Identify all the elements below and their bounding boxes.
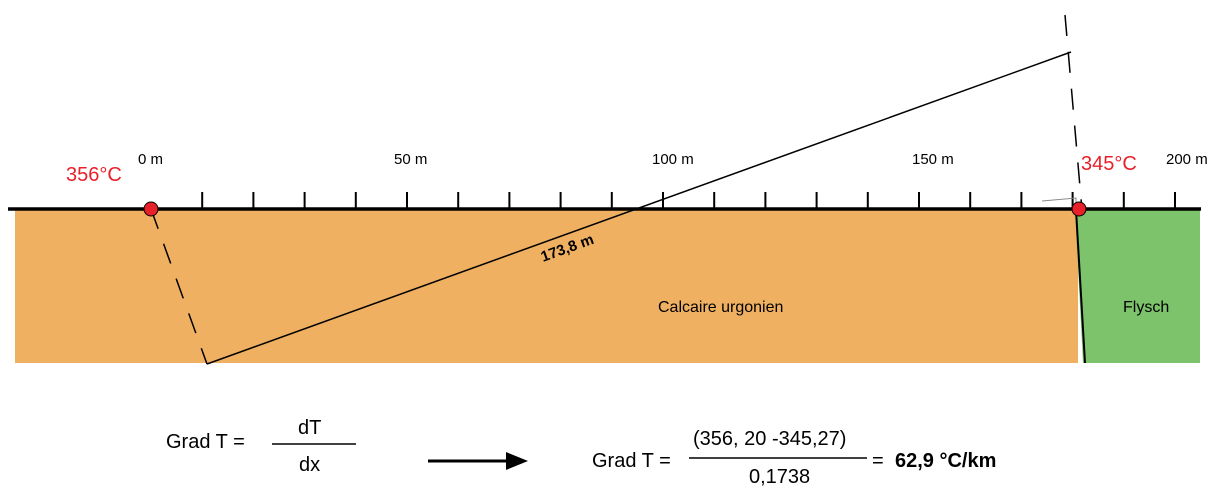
left-measurement-point [143,201,159,217]
distance-line [206,51,1072,365]
right-dashed-projection [1064,14,1083,211]
scale-label-50m: 50 m [394,151,427,168]
formula-left-denominator: dx [299,454,320,476]
formula-right-equals: = [872,450,884,472]
formula-left-lhs: Grad T = [166,431,245,453]
formula-right-result: 62,9 °C/km [895,450,996,472]
calcaire-urgonien-area [15,210,1078,363]
flysch-area [1075,210,1200,363]
calcaire-label: Calcaire urgonien [658,299,783,316]
formula-left-numerator: dT [298,417,321,439]
formula-right-numerator: (356, 20 -345,27) [693,428,846,450]
scale-label-150m: 150 m [912,151,954,168]
right-angle-marker [1041,197,1077,206]
flysch-label: Flysch [1123,299,1169,316]
left-dashed-projection [150,208,208,365]
formula-right-denominator: 0,1738 [749,466,810,488]
scale-label-100m: 100 m [652,151,694,168]
right-measurement-point [1071,201,1087,217]
left-temperature-label: 356°C [66,164,122,186]
formula-right-lhs: Grad T = [592,450,671,472]
right-temperature-label: 345°C [1081,153,1137,175]
unit-boundary-line [1075,209,1086,364]
scale-label-0m: 0 m [138,151,163,168]
arrow-head [506,452,528,470]
scale-label-200m: 200 m [1166,151,1208,168]
scale-ticks [201,192,1176,209]
